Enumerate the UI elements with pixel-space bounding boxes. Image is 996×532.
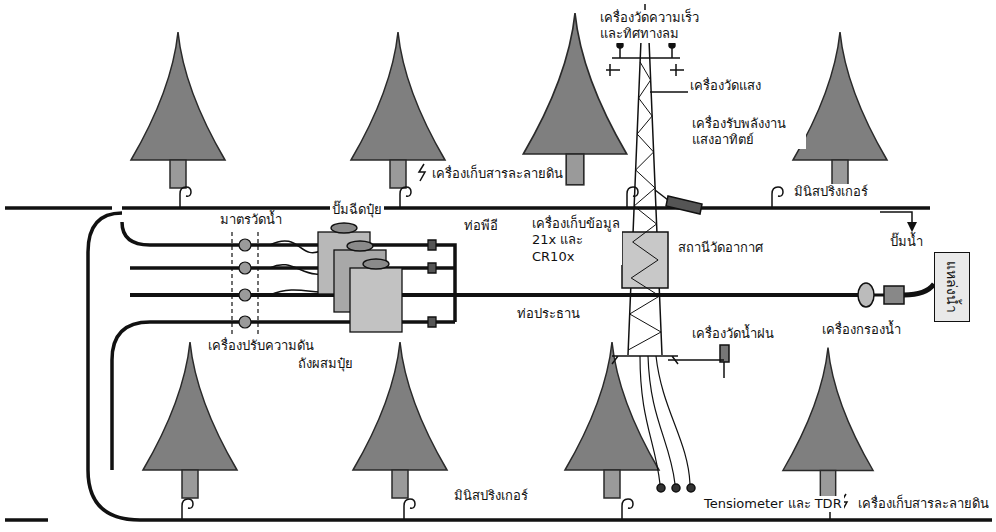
- pipes: [5, 208, 992, 520]
- node-text: แหล่งน้ำ: [941, 261, 963, 313]
- tower-lattice: [628, 62, 661, 350]
- pump-filter: [858, 212, 934, 307]
- label: ท่อพีอี: [462, 218, 500, 234]
- label: เครื่องวัดความเร็ว และทิศทางลม: [598, 10, 724, 43]
- label: Tensiometer และ TDR: [702, 496, 844, 512]
- label: เครื่องเก็บสารละลายดิน: [856, 496, 991, 512]
- label: มินิสปริงเกอร์: [452, 488, 530, 504]
- label: เครื่องกรองน้ำ: [820, 322, 903, 338]
- label: เครื่องรับพลังงาน แสงอาทิตย์: [690, 116, 806, 149]
- sprinklers: [180, 187, 841, 520]
- soil-solution-collectors: [419, 164, 847, 511]
- water-source-box: แหล่งน้ำ: [934, 252, 970, 322]
- label: ท่อประธาน: [515, 306, 582, 322]
- label: เครื่องวัดแสง: [688, 78, 763, 94]
- label: มินิสปริงเกอร์: [792, 184, 870, 200]
- label: เครื่องวัดน้ำฝน: [690, 326, 776, 342]
- label: เครื่องปรับความดัน: [206, 338, 316, 354]
- label: ปั๊มฉีดปุ๋ย: [330, 202, 384, 218]
- label: มาตรวัดน้ำ: [218, 212, 284, 228]
- label: ถังผสมปุ๋ย: [296, 356, 355, 372]
- fertilizer-tanks: [318, 223, 436, 332]
- label: เครื่องเก็บสารละลายดิน: [430, 166, 565, 182]
- label: เครื่องเก็บข้อมูล 21x และ CR10x: [530, 216, 622, 265]
- trees: [131, 13, 887, 498]
- label: สถานีวัดอากาศ: [676, 240, 765, 256]
- label: ปั๊มน้ำ: [888, 234, 925, 250]
